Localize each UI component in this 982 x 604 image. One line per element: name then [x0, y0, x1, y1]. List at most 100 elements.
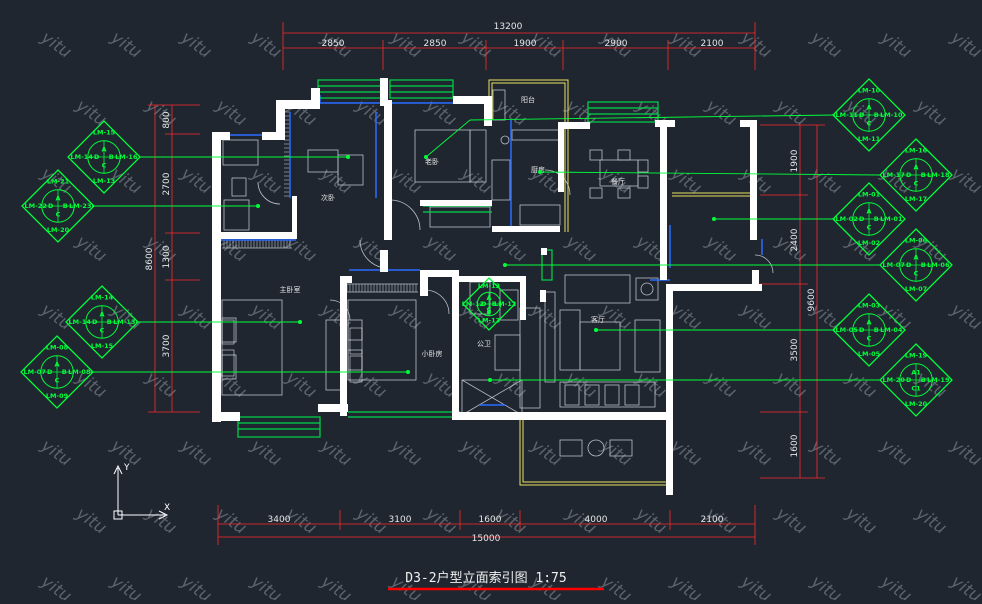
- index-diamond: [21, 169, 95, 243]
- index-code: LM-10: [880, 111, 903, 119]
- index-diamond: [879, 138, 953, 212]
- watermark-text: yitu: [141, 503, 180, 539]
- index-letter: B: [63, 202, 68, 210]
- index-letter: C: [55, 377, 60, 385]
- watermark-text: yitu: [211, 503, 250, 539]
- index-letter: B: [109, 153, 114, 161]
- drawing-title: D3-2户型立面索引图 1:75: [405, 570, 566, 586]
- index-letter: A: [913, 253, 918, 261]
- watermark-text: yitu: [71, 503, 110, 539]
- watermark-text: yitu: [351, 367, 390, 403]
- watermark-text: yitu: [876, 571, 915, 600]
- watermark-text: yitu: [246, 27, 285, 63]
- watermark-text: yitu: [736, 571, 775, 600]
- index-letter: C: [914, 180, 919, 188]
- watermark-text: yitu: [946, 163, 982, 199]
- watermark-text: yitu: [456, 435, 495, 471]
- index-code: LM-03: [858, 302, 880, 310]
- index-letter: D: [906, 171, 912, 179]
- watermark-text: yitu: [176, 435, 215, 471]
- index-letter: A: [866, 318, 871, 326]
- watermark-text: yitu: [106, 571, 145, 600]
- watermark-text: yitu: [36, 27, 75, 63]
- dim-left-seg-4: 3700: [162, 334, 172, 357]
- index-diamond: [65, 285, 139, 359]
- index-code: LM-19: [905, 352, 928, 360]
- watermark-text: yitu: [631, 503, 670, 539]
- index-code: LM-17: [883, 171, 905, 179]
- ucs-axis-letters: YX: [123, 463, 170, 513]
- watermark-text: yitu: [841, 503, 880, 539]
- room-label-secondary-bedroom: 次卧: [321, 193, 335, 202]
- watermark-text: yitu: [876, 27, 915, 63]
- watermark-text: yitu: [561, 231, 600, 267]
- index-letter: D: [94, 153, 100, 161]
- watermark-text: yitu: [141, 367, 180, 403]
- index-letter: B: [874, 215, 879, 223]
- index-diamond: [462, 277, 516, 331]
- watermark-text: yitu: [596, 571, 635, 600]
- index-letter: C1: [911, 385, 921, 393]
- dim-left-seg-1: 800: [162, 111, 172, 128]
- watermark-text: yitu: [841, 367, 880, 403]
- index-letter: C: [867, 120, 872, 128]
- watermark-text: yitu: [246, 299, 285, 335]
- room-label-public-bath: 公卫: [477, 340, 491, 348]
- dim-top-seg-4: 2900: [605, 39, 628, 49]
- watermark-text: yitu: [666, 27, 705, 63]
- watermark-text: yitu: [176, 163, 215, 199]
- watermark-text: yitu: [806, 163, 845, 199]
- index-letter: D: [92, 318, 98, 326]
- index-code: LM-13: [93, 177, 115, 185]
- index-letter: B: [874, 326, 879, 334]
- index-code: LM-22: [25, 202, 47, 210]
- dim-top-seg-2: 2850: [424, 39, 447, 49]
- index-letter: A: [913, 163, 918, 171]
- watermark-text: yitu: [386, 27, 425, 63]
- index-leader-lines: [90, 114, 881, 381]
- bottom-dimensions: [217, 505, 756, 545]
- index-letter: C: [487, 306, 492, 314]
- index-letter: D: [859, 111, 865, 119]
- watermark-text: yitu: [736, 299, 775, 335]
- index-code: LM-02: [858, 239, 880, 247]
- watermark-text: yitu: [386, 299, 425, 335]
- index-letter: A: [866, 207, 871, 215]
- watermark-text: yitu: [316, 299, 355, 335]
- room-label-living-room: 客厅: [591, 315, 605, 324]
- dim-top-total: 13200: [494, 22, 523, 32]
- watermark-text: yitu: [771, 367, 810, 403]
- dim-right-seg-3: 3500: [790, 338, 800, 361]
- watermark-text: yitu: [71, 231, 110, 267]
- watermark-text: yitu: [351, 503, 390, 539]
- index-letter: A1: [911, 368, 921, 376]
- watermark-text: yitu: [491, 231, 530, 267]
- walls: [212, 78, 762, 495]
- index-letter: C: [867, 335, 872, 343]
- index-code: LM-13: [478, 317, 500, 325]
- watermark-text: yitu: [701, 95, 740, 131]
- index-letter: A: [99, 310, 104, 318]
- watermark-text: yitu: [141, 95, 180, 131]
- watermark-text: yitu: [701, 367, 740, 403]
- index-letter: B: [921, 261, 926, 269]
- index-code: LM-16: [115, 153, 138, 161]
- index-code: LM-20: [883, 376, 906, 384]
- dim-right-seg-2: 2400: [790, 228, 800, 251]
- index-letter: A: [486, 294, 491, 302]
- dim-bottom-seg-1: 3400: [268, 515, 291, 525]
- right-dimensions: [760, 124, 825, 479]
- index-code: LM-14: [71, 153, 94, 161]
- watermark-text: yitu: [36, 299, 75, 335]
- index-diamond: [832, 78, 906, 152]
